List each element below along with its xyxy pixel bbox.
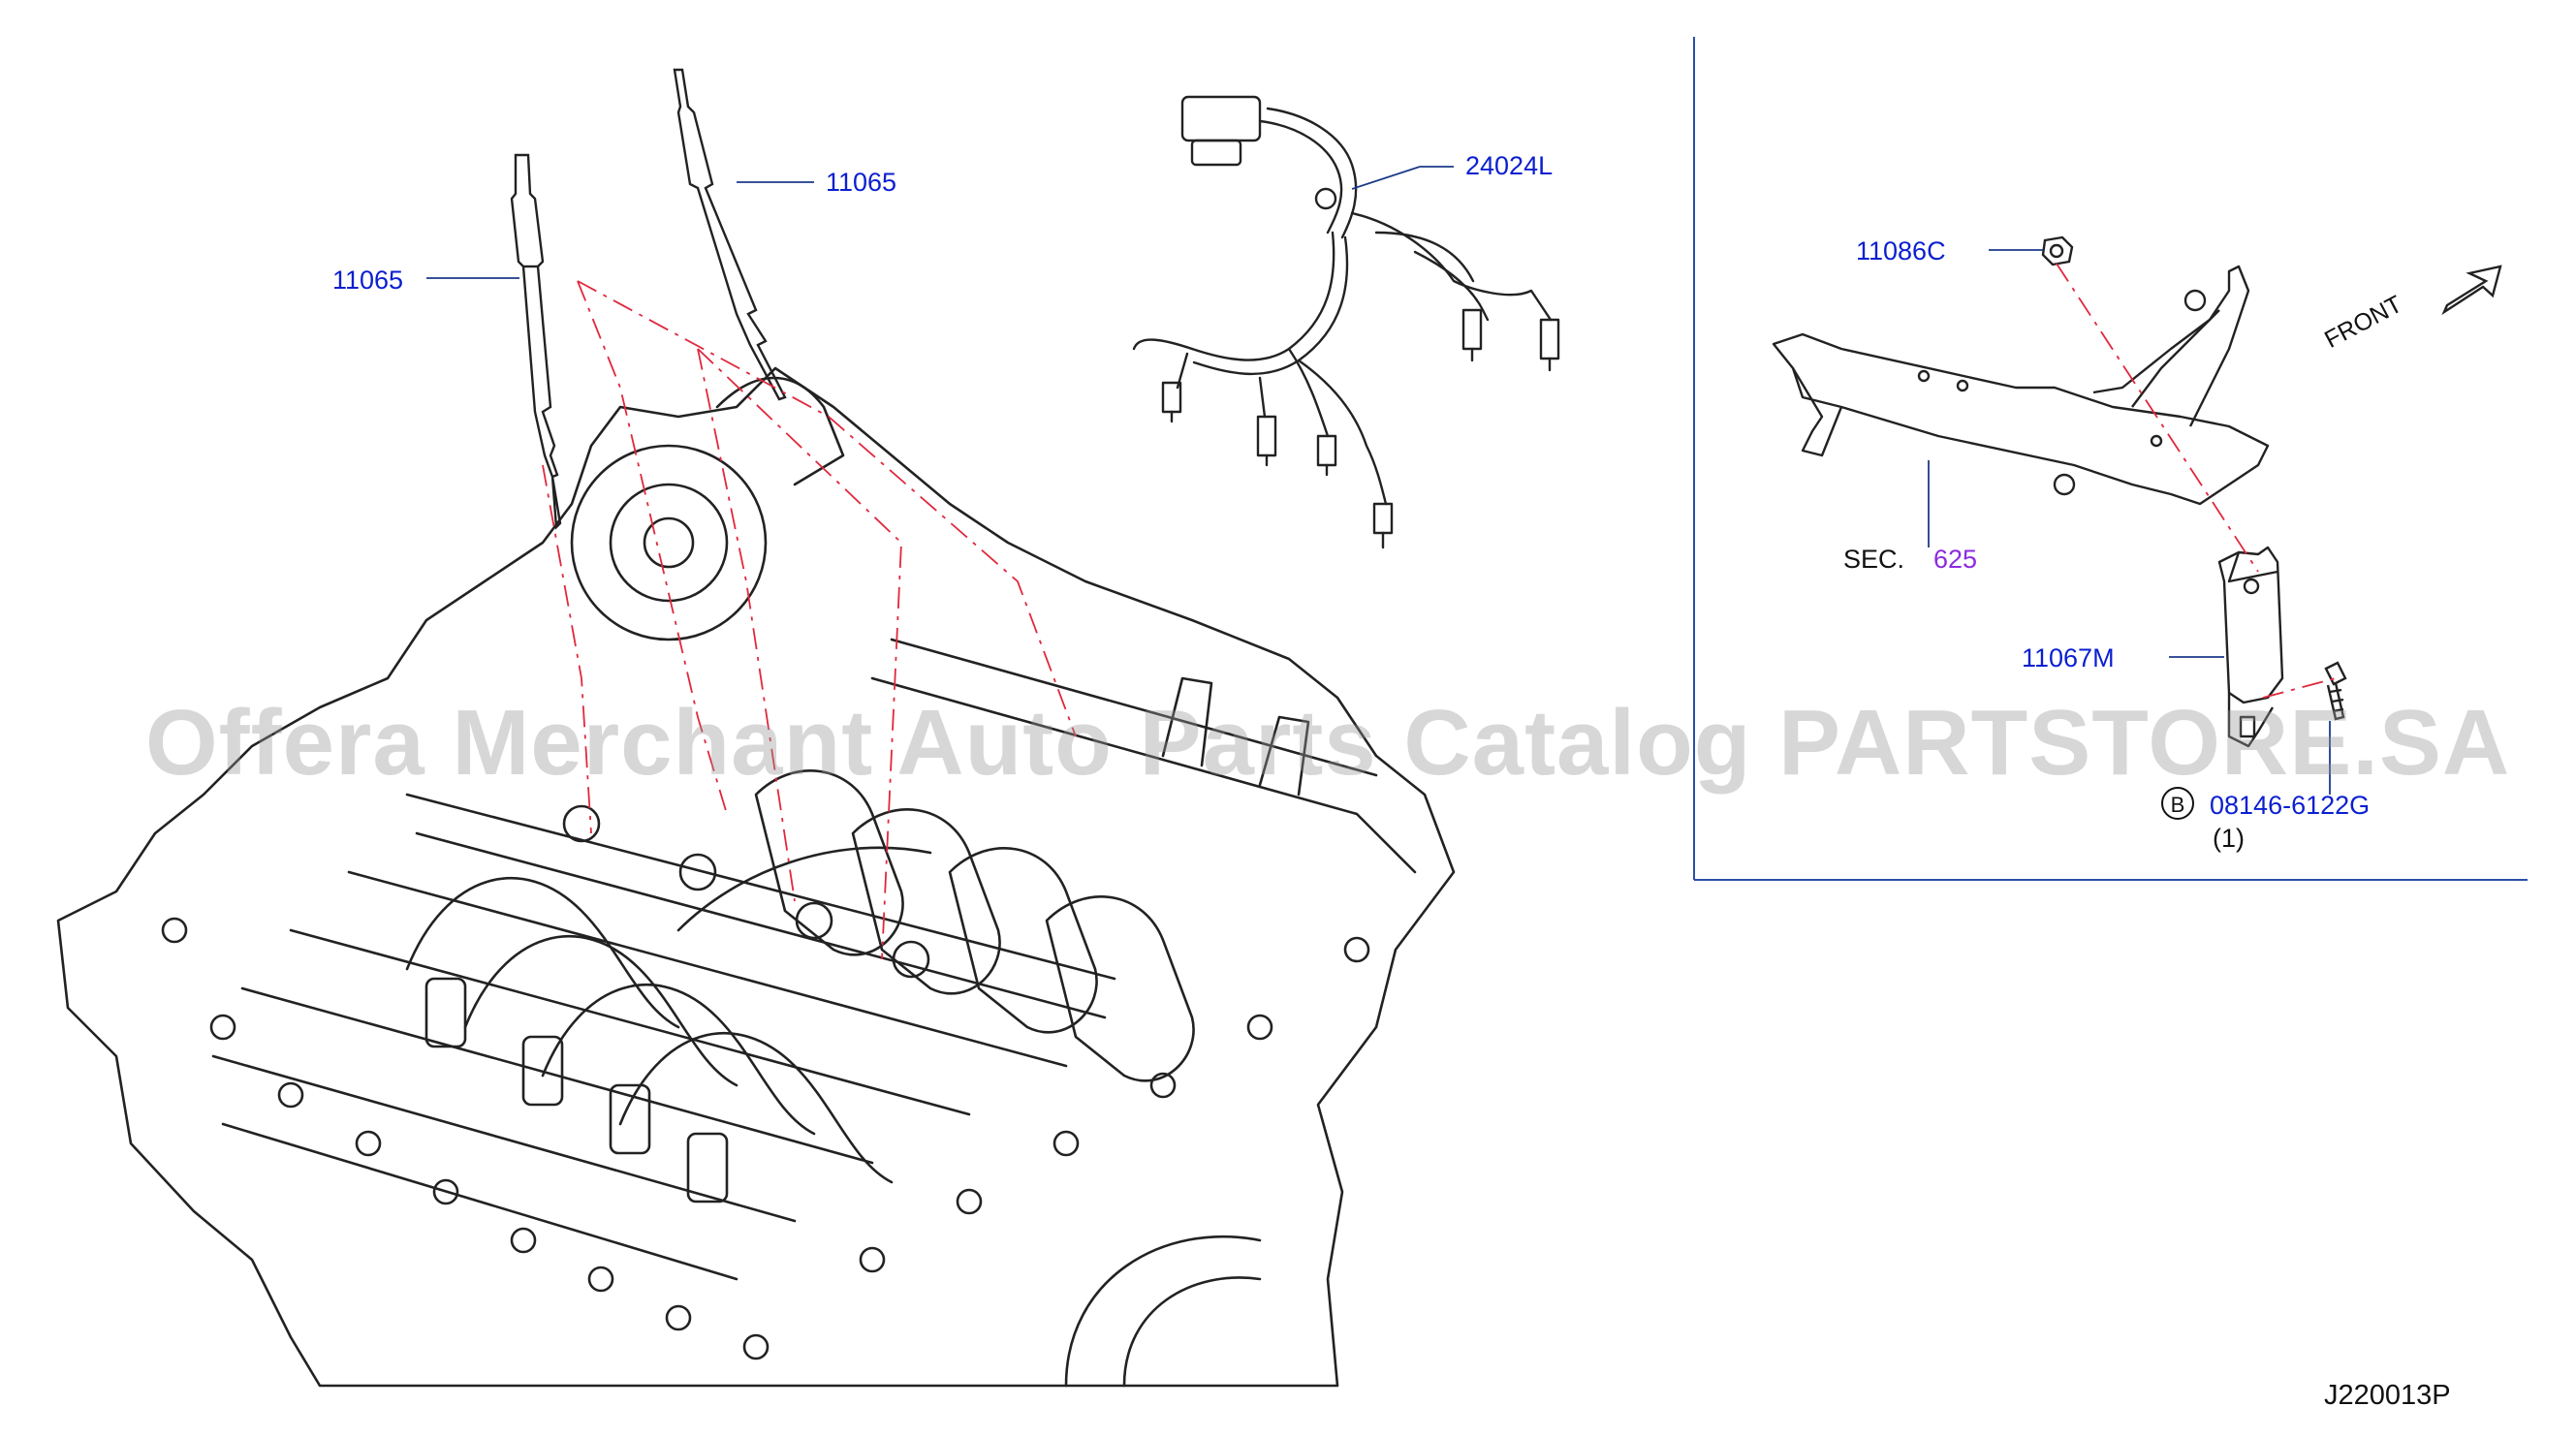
- engine-assembly-drawing: [56, 366, 1456, 1388]
- section-prefix: SEC.: [1843, 545, 1905, 574]
- watermark-text: Offera Merchant Auto Parts Catalog PARTS…: [145, 691, 2511, 795]
- callout-leader-lines: [426, 166, 2331, 795]
- callout-glow-plug-left[interactable]: 11065: [332, 266, 404, 295]
- callout-harness[interactable]: 24024L: [1465, 151, 1554, 180]
- bolt-quantity: (1): [2213, 824, 2245, 853]
- callout-controller[interactable]: 11067M: [2022, 643, 2115, 672]
- glow-plug-left-drawing: [510, 153, 562, 530]
- front-arrow-icon: [2441, 265, 2502, 316]
- callout-glow-plug-right[interactable]: 11065: [826, 168, 897, 197]
- section-link[interactable]: 625: [1933, 545, 1978, 574]
- detail-panel-border: [1693, 37, 2528, 881]
- callout-bolt[interactable]: 08146-6122G: [2210, 791, 2371, 820]
- nut-drawing: [2041, 235, 2074, 266]
- bolt-marker-circle: B: [2161, 787, 2194, 820]
- glow-controller-drawing: [2217, 546, 2284, 748]
- assembly-dash-lines: [542, 263, 2337, 960]
- mounting-bracket-drawing: [1772, 265, 2270, 506]
- glow-plug-right-drawing: [673, 68, 787, 401]
- glow-plug-harness-drawing: [1132, 95, 1560, 549]
- callout-nut[interactable]: 11086C: [1856, 236, 1946, 266]
- diagram-id: J220013P: [2324, 1380, 2451, 1411]
